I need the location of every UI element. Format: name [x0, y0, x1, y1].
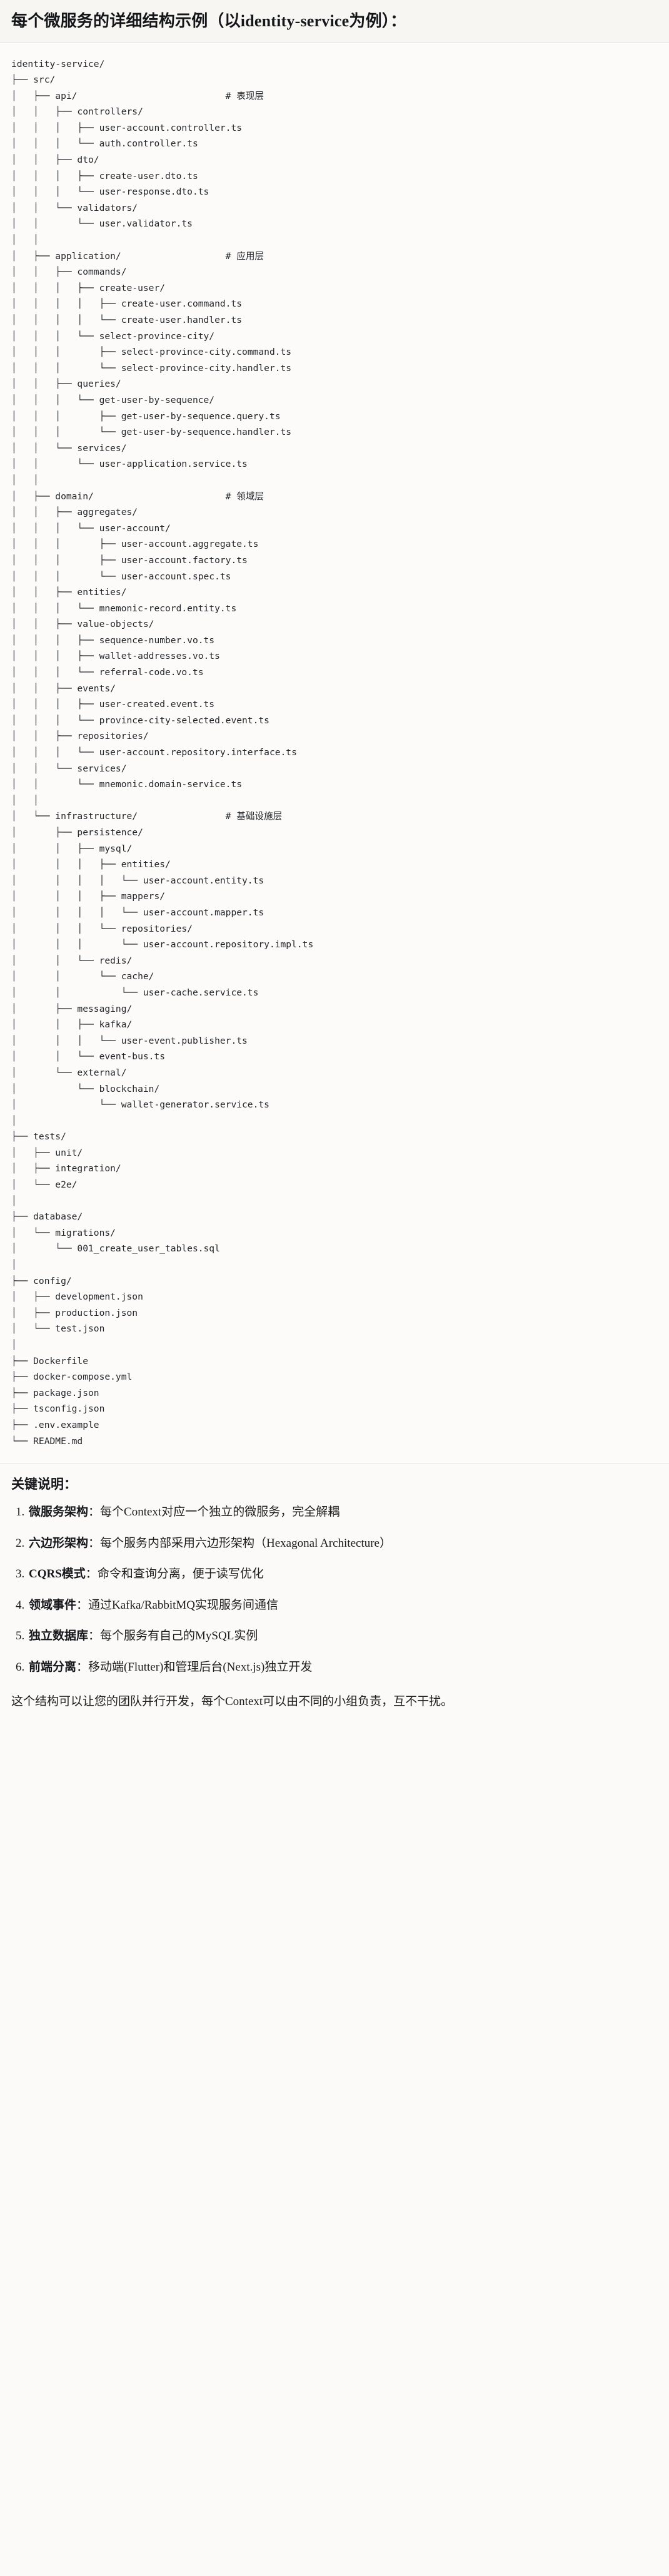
note-separator: ： [88, 1505, 101, 1519]
directory-tree-block: identity-service/ ├── src/ │ ├── api/ # … [0, 42, 669, 1464]
note-description: 通过Kafka/RabbitMQ实现服务间通信 [88, 1598, 279, 1612]
key-notes-list: 微服务架构：每个Context对应一个独立的微服务，完全解耦 六边形架构：每个服… [11, 1503, 658, 1676]
list-item: 领域事件：通过Kafka/RabbitMQ实现服务间通信 [28, 1596, 658, 1614]
list-item: 六边形架构：每个服务内部采用六边形架构（Hexagonal Architectu… [28, 1534, 658, 1552]
note-separator: ： [76, 1598, 89, 1612]
note-term: 独立数据库 [29, 1629, 89, 1643]
directory-tree: identity-service/ ├── src/ │ ├── api/ # … [11, 58, 314, 1447]
page-root: 每个微服务的详细结构示例（以identity-service为例）： ident… [0, 0, 669, 1728]
note-separator: ： [88, 1629, 101, 1643]
key-notes-title: 关键说明： [11, 1477, 77, 1492]
page-title: 每个微服务的详细结构示例（以identity-service为例）： [11, 12, 407, 30]
list-item: 前端分离：移动端(Flutter)和管理后台(Next.js)独立开发 [28, 1658, 658, 1676]
list-item: 微服务架构：每个Context对应一个独立的微服务，完全解耦 [28, 1503, 658, 1521]
header-band: 每个微服务的详细结构示例（以identity-service为例）： [0, 0, 669, 43]
key-notes-section: 关键说明： 微服务架构：每个Context对应一个独立的微服务，完全解耦 六边形… [0, 1464, 669, 1728]
note-term: 领域事件 [29, 1598, 77, 1612]
note-separator: ： [88, 1536, 101, 1550]
list-item: CQRS模式：命令和查询分离，便于读写优化 [28, 1565, 658, 1583]
note-description: 移动端(Flutter)和管理后台(Next.js)独立开发 [88, 1660, 313, 1674]
note-separator: ： [76, 1660, 89, 1674]
closing-paragraph: 这个结构可以让您的团队并行开发，每个Context可以由不同的小组负责，互不干扰… [11, 1695, 453, 1709]
note-term: CQRS模式 [29, 1567, 86, 1581]
note-term: 微服务架构 [29, 1505, 89, 1519]
note-description: 命令和查询分离，便于读写优化 [97, 1567, 264, 1581]
note-description: 每个服务内部采用六边形架构（Hexagonal Architecture） [100, 1536, 391, 1550]
note-term: 前端分离 [29, 1660, 77, 1674]
list-item: 独立数据库：每个服务有自己的MySQL实例 [28, 1627, 658, 1645]
note-term: 六边形架构 [29, 1536, 89, 1550]
note-description: 每个服务有自己的MySQL实例 [100, 1629, 258, 1643]
note-separator: ： [85, 1567, 98, 1581]
note-description: 每个Context对应一个独立的微服务，完全解耦 [100, 1505, 340, 1519]
